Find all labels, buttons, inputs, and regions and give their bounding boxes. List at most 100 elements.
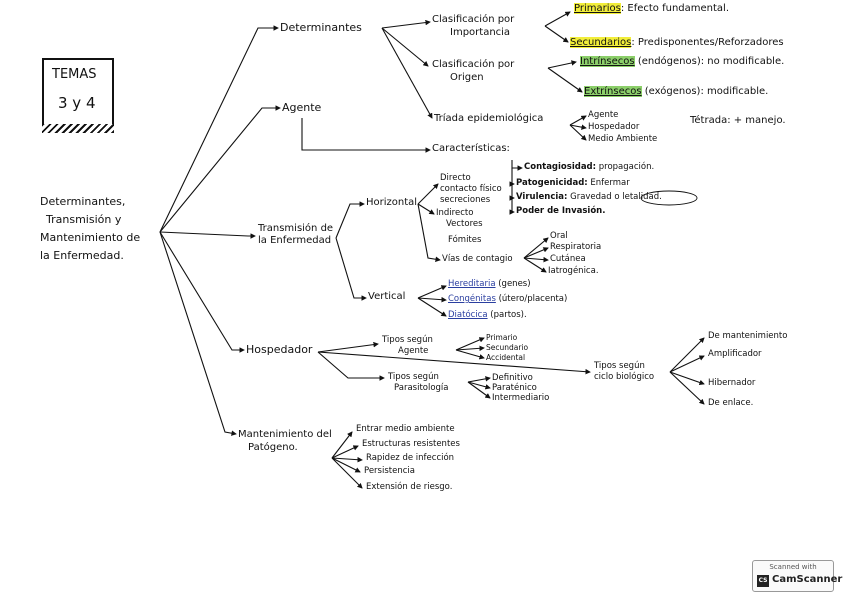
edge-tpar-1	[467, 376, 491, 383]
camscanner-watermark: Scanned with CS CamScanner	[752, 560, 842, 592]
ciclo-amplificador: Amplificador	[708, 349, 762, 359]
edge-root-hospedador	[159, 231, 245, 353]
edge-det-triada	[381, 27, 433, 119]
vertical-term-1: Hereditaria	[448, 279, 496, 289]
edge-trans-vertical	[335, 237, 367, 301]
edge-horizontal-directo	[417, 183, 439, 205]
edge-mant-4	[331, 457, 361, 473]
extrinsecos-desc: (exógenos): modificable.	[644, 86, 769, 97]
edge-tpar-3	[467, 381, 491, 399]
node-horizontal: Horizontal	[366, 197, 418, 208]
edge-mant-3	[331, 456, 363, 463]
edge-importancia-secundarios	[544, 25, 569, 43]
edge-mant-2	[331, 445, 359, 459]
vertical-term-2: Congénitas	[448, 294, 496, 304]
edge-hosp-ciclo	[317, 351, 591, 375]
edge-det-origen	[381, 27, 429, 67]
temas-numbers: 3 y 4	[58, 94, 96, 112]
tipos-parasito-1: Tipos según	[388, 372, 439, 382]
vertical-desc-3: (partos).	[490, 310, 527, 320]
edge-agente-caracteristicas	[301, 118, 431, 153]
edge-ciclo-3	[669, 371, 705, 386]
secundarios-term: Secundarios	[570, 37, 632, 48]
extrinsecos-term: Extrínsecos	[584, 86, 642, 97]
via-respiratoria: Respiratoria	[550, 242, 602, 252]
node-agente: Agente	[282, 101, 322, 114]
edge-hosp-parasito	[317, 351, 385, 381]
carac-virulencia: Virulencia: Gravedad o letalidad.	[516, 193, 662, 202]
carac-desc-2: Enfermar	[590, 178, 630, 188]
tipos-parasito-2: Parasitología	[394, 383, 449, 393]
indirecto-vectores: Vectores	[446, 219, 483, 229]
edge-origen-extrinsecos	[547, 67, 583, 93]
mant-item-4: Persistencia	[364, 466, 415, 476]
via-cutanea: Cutánea	[550, 254, 586, 264]
carac-term-1: Contagiosidad:	[524, 162, 597, 172]
vertical-congenitas: Congénitas (útero/placenta)	[448, 295, 567, 304]
tipos-agente-1: Tipos según	[382, 335, 433, 345]
root-title-line-4: la Enfermedad.	[40, 249, 124, 262]
via-oral: Oral	[550, 231, 568, 241]
vertical-term-3: Diatócica	[448, 310, 488, 320]
carac-desc-3: Gravedad o letalidad.	[570, 192, 662, 202]
triada-item-agente: Agente	[588, 110, 619, 120]
edge-vertical-congenitas	[417, 296, 447, 303]
edge-vertical-hereditaria	[417, 285, 447, 299]
temas-title: TEMAS	[52, 67, 97, 82]
secundarios-desc: : Predisponentes/Reforzadores	[631, 37, 784, 48]
tipos-parasito-paratenico: Paraténico	[492, 383, 537, 393]
edge-carac-3	[509, 184, 515, 201]
edge-hosp-agente	[317, 341, 379, 353]
edge-vias-oral	[523, 237, 549, 259]
watermark-top-text: Scanned with	[769, 563, 817, 571]
tipos-agente-accidental: Accidental	[486, 353, 526, 362]
carac-term-4: Poder de Invasión.	[516, 206, 606, 216]
indirecto-fomites: Fómites	[448, 235, 482, 245]
node-clas-importancia-1: Clasificación por	[432, 14, 515, 25]
tipos-agente-primario: Primario	[486, 333, 518, 342]
edge-root-transmision	[159, 231, 256, 239]
edge-root-determinantes	[159, 25, 279, 233]
mant-item-5: Extensión de riesgo.	[366, 482, 453, 492]
ciclo-hibernador: Hibernador	[708, 378, 756, 388]
edge-root-mantenimiento	[159, 231, 237, 436]
watermark-brand: CamScanner	[772, 574, 843, 585]
carac-desc-1: propagación.	[598, 162, 655, 172]
edge-carac-1	[511, 160, 523, 171]
edge-carac-2	[509, 168, 515, 187]
carac-contagiosidad: Contagiosidad: propagación.	[524, 163, 654, 172]
node-intrinsecos-line: Intrínsecos (endógenos): no modificable.	[580, 56, 784, 68]
node-clas-origen-2: Origen	[450, 72, 484, 83]
edge-mant-1	[331, 431, 353, 459]
node-mantenimiento-2: Patógeno.	[248, 442, 298, 453]
primarios-term: Primarios	[574, 3, 621, 14]
edge-horizontal-vias	[417, 203, 441, 262]
edge-triada-medio	[569, 124, 587, 141]
directo-secreciones: secreciones	[440, 195, 491, 205]
temas-hatch	[42, 124, 114, 133]
mant-item-2: Estructuras resistentes	[362, 439, 460, 449]
carac-term-2: Patogenicidad:	[516, 178, 588, 188]
ciclo-mantenimiento: De mantenimiento	[708, 331, 788, 341]
node-vias: Vías de contagio	[442, 254, 513, 264]
node-hospedador: Hospedador	[246, 343, 313, 356]
edge-triada-hospedador	[569, 124, 587, 130]
edge-tagente-1	[455, 337, 485, 351]
node-tetrada: Tétrada: + manejo.	[690, 115, 786, 126]
edge-horizontal-indirecto	[417, 203, 435, 215]
edge-mant-5	[331, 457, 363, 489]
root-title-line-1: Determinantes,	[40, 195, 126, 208]
tipos-parasito-definitivo: Definitivo	[492, 373, 533, 383]
letalidad-circle	[640, 190, 698, 206]
edge-triada-agente	[569, 115, 587, 126]
edge-carac-4	[509, 198, 515, 215]
node-determinantes: Determinantes	[280, 21, 362, 34]
node-transmision-2: la Enfermedad	[258, 235, 332, 246]
edge-ciclo-2	[669, 355, 705, 373]
mant-item-1: Entrar medio ambiente	[356, 424, 455, 434]
triada-item-medio: Medio Ambiente	[588, 134, 658, 144]
mant-item-3: Rapidez de infección	[366, 453, 455, 463]
edge-ciclo-4	[669, 371, 705, 405]
node-clas-importancia-2: Importancia	[450, 27, 511, 38]
